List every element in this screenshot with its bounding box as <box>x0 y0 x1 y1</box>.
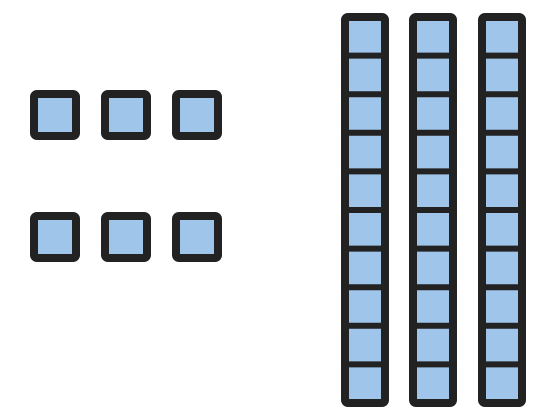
tens-rod <box>341 13 389 407</box>
tens-rod <box>478 13 526 407</box>
ones-cube <box>30 212 80 262</box>
ones-cube <box>30 90 80 140</box>
tens-rod <box>409 13 457 407</box>
ones-cube <box>101 212 151 262</box>
ones-cubes-group <box>30 90 222 262</box>
tens-rods-group <box>341 13 526 407</box>
ones-cube <box>172 212 222 262</box>
ones-cube <box>172 90 222 140</box>
ones-cube <box>101 90 151 140</box>
